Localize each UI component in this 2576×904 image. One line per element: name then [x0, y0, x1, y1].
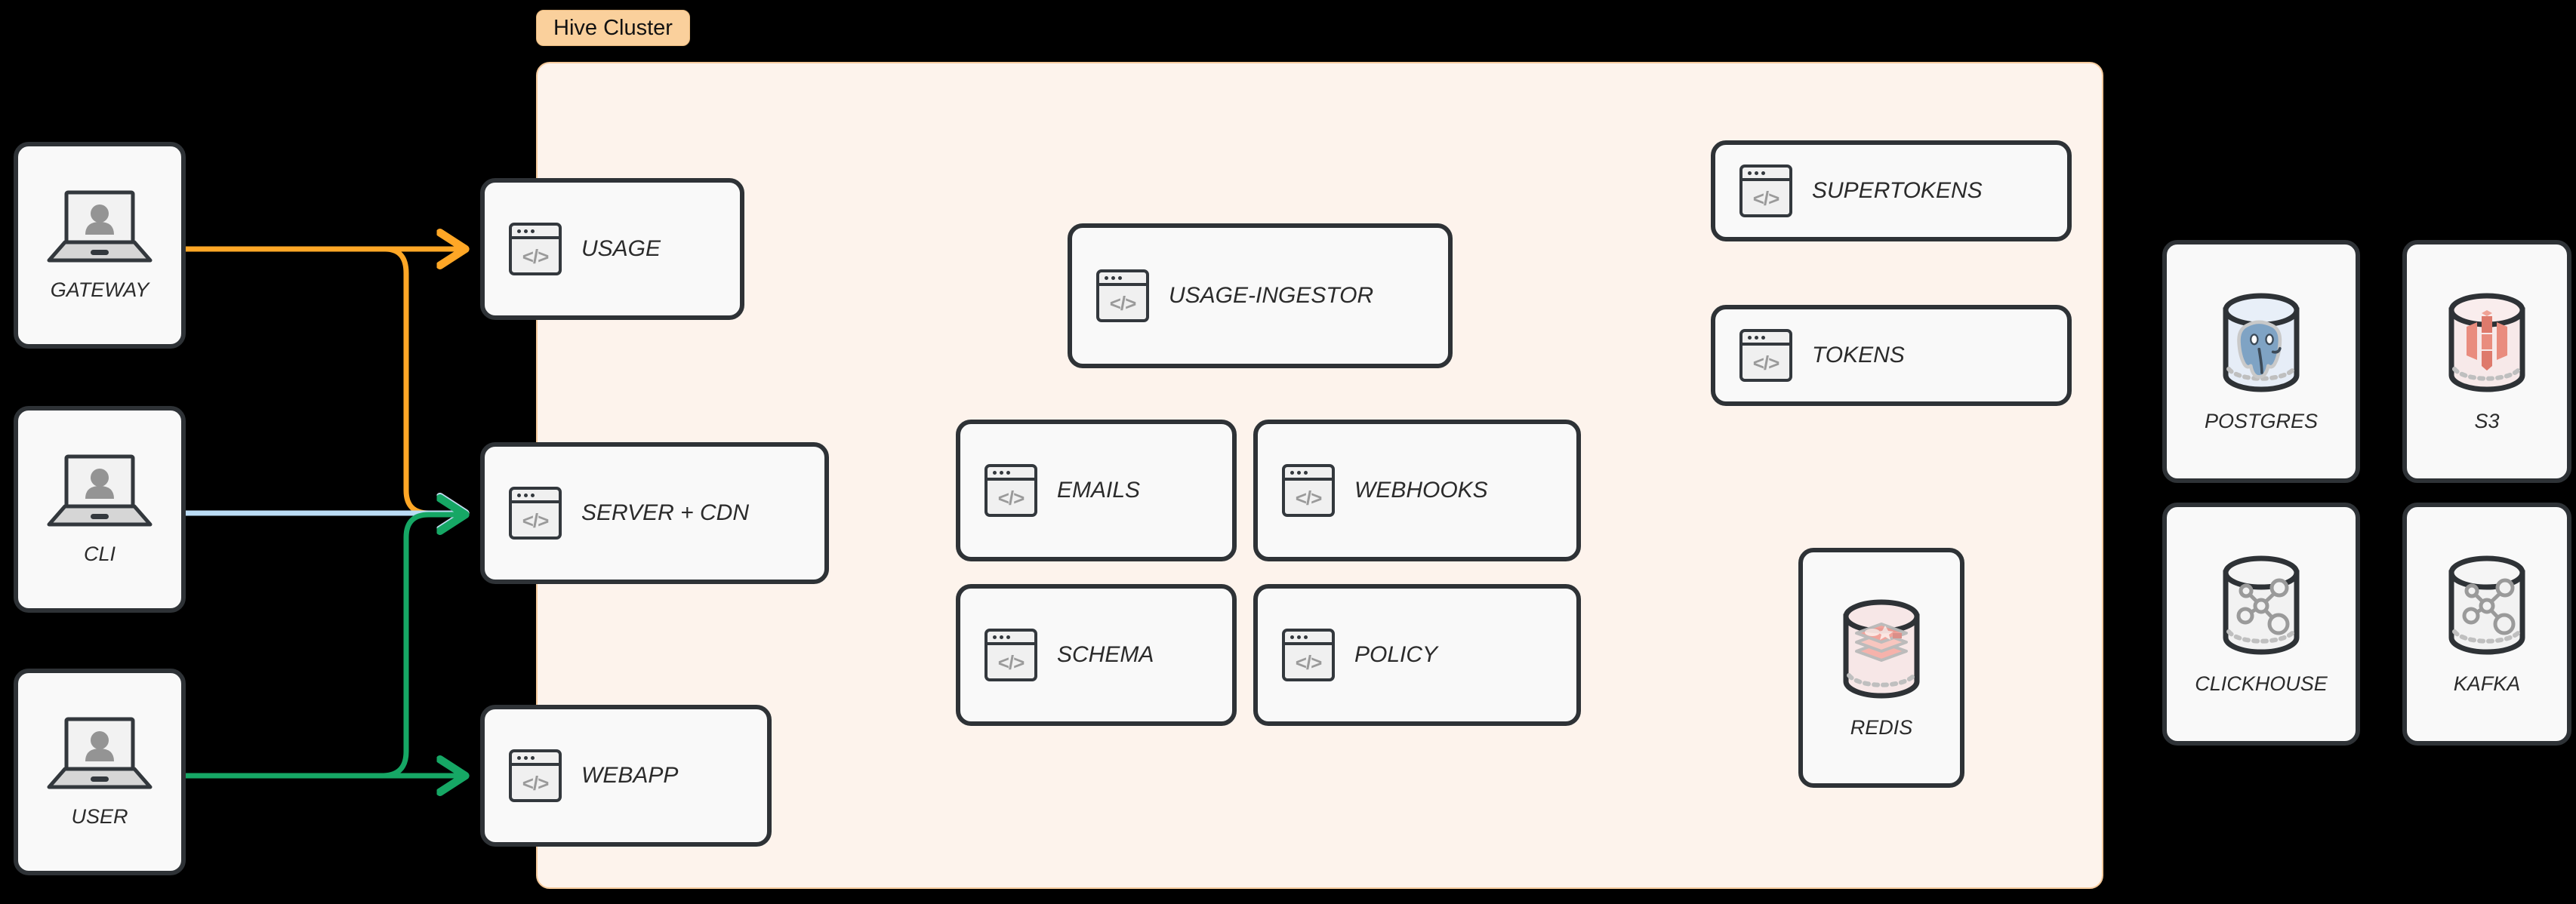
- service-label-schema: SCHEMA: [1057, 642, 1154, 667]
- service-label-webapp: WEBAPP: [581, 763, 679, 788]
- service-node-supertokens[interactable]: </> SUPERTOKENS: [1711, 140, 2072, 241]
- window-titlebar: [988, 632, 1034, 645]
- code-glyph: </>: [1752, 186, 1780, 210]
- code-glyph: </>: [997, 486, 1025, 509]
- client-node-gateway[interactable]: GATEWAY: [14, 142, 186, 349]
- client-label-gateway: GATEWAY: [50, 278, 149, 301]
- service-node-usage[interactable]: </> USAGE: [480, 178, 744, 320]
- datastore-label-clickhouse: CLICKHOUSE: [2195, 672, 2328, 695]
- service-label-emails: EMAILS: [1057, 478, 1141, 503]
- service-node-server-cdn[interactable]: </> SERVER + CDN: [480, 442, 829, 584]
- postgres-database-icon: [2212, 291, 2310, 396]
- service-node-usage-ingestor[interactable]: </> USAGE-INGESTOR: [1068, 223, 1453, 368]
- window-titlebar: [512, 490, 559, 503]
- service-label-usage-ingestor: USAGE-INGESTOR: [1169, 283, 1374, 308]
- kafka-database-icon: [2438, 553, 2536, 659]
- code-glyph: </>: [522, 244, 550, 268]
- window-titlebar: [988, 467, 1034, 481]
- code-glyph: </>: [1295, 650, 1323, 674]
- datastore-node-clickhouse[interactable]: CLICKHOUSE: [2162, 503, 2360, 746]
- service-node-policy[interactable]: </> POLICY: [1253, 584, 1581, 726]
- datastore-label-s3: S3: [2474, 409, 2500, 432]
- code-glyph: </>: [522, 771, 550, 795]
- client-node-cli[interactable]: CLI: [14, 406, 186, 613]
- service-node-webhooks[interactable]: </> WEBHOOKS: [1253, 420, 1581, 561]
- code-window-icon: </>: [1282, 629, 1335, 681]
- code-window-icon: </>: [509, 487, 562, 540]
- redis-database-icon: [1832, 597, 1930, 703]
- datastore-label-redis: REDIS: [1850, 715, 1913, 739]
- window-titlebar: [1099, 272, 1146, 286]
- window-titlebar: [512, 752, 559, 766]
- datastore-node-redis[interactable]: REDIS: [1798, 548, 1964, 788]
- s3-database-icon: [2438, 291, 2536, 396]
- code-window-icon: </>: [1282, 464, 1335, 517]
- code-window-icon: </>: [509, 749, 562, 802]
- window-titlebar: [1742, 332, 1789, 346]
- laptop-user-icon: [42, 716, 157, 792]
- datastore-label-postgres: POSTGRES: [2204, 409, 2319, 432]
- code-glyph: </>: [1752, 351, 1780, 374]
- window-titlebar: [1285, 467, 1332, 481]
- service-label-server-cdn: SERVER + CDN: [581, 500, 750, 525]
- service-label-tokens: TOKENS: [1812, 343, 1905, 367]
- code-window-icon: </>: [509, 223, 562, 275]
- code-glyph: </>: [1109, 291, 1137, 315]
- code-glyph: </>: [522, 509, 550, 532]
- laptop-user-icon: [42, 189, 157, 265]
- service-label-policy: POLICY: [1354, 642, 1438, 667]
- datastore-node-kafka[interactable]: KAFKA: [2402, 503, 2571, 746]
- laptop-user-icon: [42, 454, 157, 529]
- service-label-supertokens: SUPERTOKENS: [1812, 178, 1983, 203]
- window-titlebar: [1285, 632, 1332, 645]
- service-node-webapp[interactable]: </> WEBAPP: [480, 705, 772, 847]
- code-window-icon: </>: [1096, 269, 1149, 322]
- datastore-node-s3[interactable]: S3: [2402, 240, 2571, 483]
- code-window-icon: </>: [984, 629, 1037, 681]
- service-label-webhooks: WEBHOOKS: [1354, 478, 1488, 503]
- client-node-user[interactable]: USER: [14, 669, 186, 875]
- service-label-usage: USAGE: [581, 236, 661, 261]
- code-glyph: </>: [1295, 486, 1323, 509]
- service-node-emails[interactable]: </> EMAILS: [956, 420, 1237, 561]
- code-glyph: </>: [997, 650, 1025, 674]
- datastore-node-postgres[interactable]: POSTGRES: [2162, 240, 2360, 483]
- service-node-tokens[interactable]: </> TOKENS: [1711, 305, 2072, 406]
- clickhouse-database-icon: [2212, 553, 2310, 659]
- datastore-label-kafka: KAFKA: [2453, 672, 2521, 695]
- service-node-schema[interactable]: </> SCHEMA: [956, 584, 1237, 726]
- client-label-cli: CLI: [83, 542, 116, 565]
- code-window-icon: </>: [984, 464, 1037, 517]
- code-window-icon: </>: [1739, 329, 1792, 382]
- window-titlebar: [1742, 168, 1789, 181]
- hive-cluster-badge: Hive Cluster: [536, 10, 690, 46]
- client-label-user: USER: [71, 804, 128, 828]
- code-window-icon: </>: [1739, 165, 1792, 217]
- window-titlebar: [512, 226, 559, 239]
